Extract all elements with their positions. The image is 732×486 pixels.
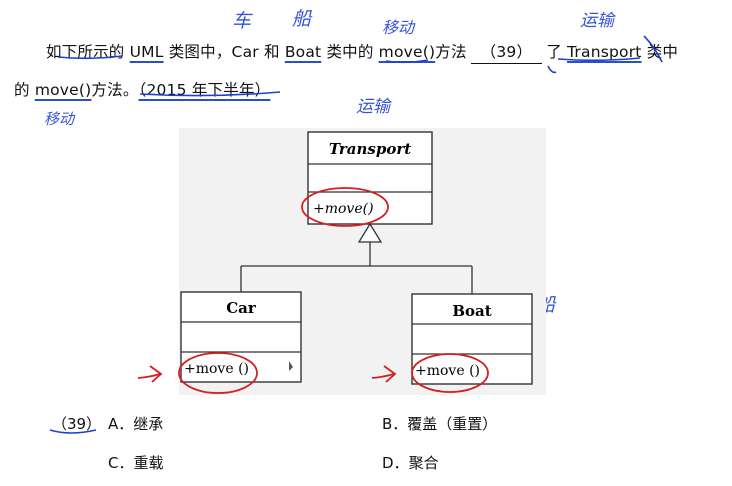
move-term: move() — [378, 43, 436, 61]
option-d-text: 聚合 — [408, 454, 439, 472]
car-class-name: Car — [226, 299, 257, 317]
option-b-letter: B． — [382, 415, 408, 433]
text-part: 如下所示的 — [46, 43, 130, 61]
option-d: D．聚合 — [382, 452, 439, 473]
red-arrow-icon-car — [137, 365, 163, 383]
text-part: 类中的 — [321, 43, 379, 61]
option-c-text: 重载 — [133, 454, 164, 472]
answer-blank: （39） — [470, 40, 543, 64]
boat-move-method: +move () — [415, 363, 480, 379]
text-part: 类图中， — [163, 43, 232, 61]
transport-term: Transport — [567, 43, 642, 61]
text-part: 方法 — [435, 43, 467, 61]
text-part: 的 — [14, 81, 35, 99]
text-part: 类中 — [641, 43, 679, 61]
option-d-letter: D． — [382, 454, 409, 472]
inheritance-arrow — [240, 222, 473, 294]
question-line-2: 的 move()方法。（2015 年下半年） — [14, 78, 270, 100]
option-c: C．重载 — [108, 452, 164, 473]
transport-class-box: Transport +move() — [307, 131, 433, 225]
source-year: （2015 年下半年） — [138, 81, 271, 99]
handwritten-move-note: 移动 — [382, 18, 415, 37]
move-term-2: move() — [34, 81, 92, 99]
uml-class-diagram: Transport +move() Car +move () Boat +mov… — [179, 128, 546, 395]
option-a-text: 继承 — [133, 415, 164, 433]
transport-move-method: +move() — [313, 201, 374, 217]
option-c-letter: C． — [108, 454, 134, 472]
handwritten-transport-note-2: 运输 — [356, 97, 390, 117]
text-part: 和 — [258, 43, 285, 61]
car-move-method: +move () — [184, 361, 249, 377]
cursor-icon — [289, 361, 293, 371]
uml-term: UML — [129, 43, 164, 61]
option-a: A．继承 — [108, 413, 163, 434]
car-class-box: Car +move () — [180, 291, 302, 383]
boat-term: Boat — [284, 43, 322, 61]
handwritten-car-note: 车 — [232, 10, 252, 32]
boat-class-name: Boat — [452, 302, 491, 320]
option-b-text: 覆盖（重置） — [407, 415, 498, 433]
car-term: Car — [231, 43, 259, 61]
question-line-1: 如下所示的 UML 类图中，Car 和 Boat 类中的 move()方法（39… — [46, 40, 678, 64]
option-a-letter: A． — [108, 415, 134, 433]
handwritten-move-note-2: 移动 — [44, 110, 75, 128]
handwritten-boat-note: 船 — [292, 8, 312, 30]
text-part: 了 — [546, 43, 568, 61]
text-part: 方法。 — [91, 81, 139, 99]
option-b: B．覆盖（重置） — [382, 413, 497, 434]
handwritten-transport-note: 运输 — [580, 11, 614, 31]
boat-class-box: Boat +move () — [411, 293, 533, 385]
transport-class-name: Transport — [329, 140, 411, 158]
question-number-label: （39） — [52, 415, 102, 433]
